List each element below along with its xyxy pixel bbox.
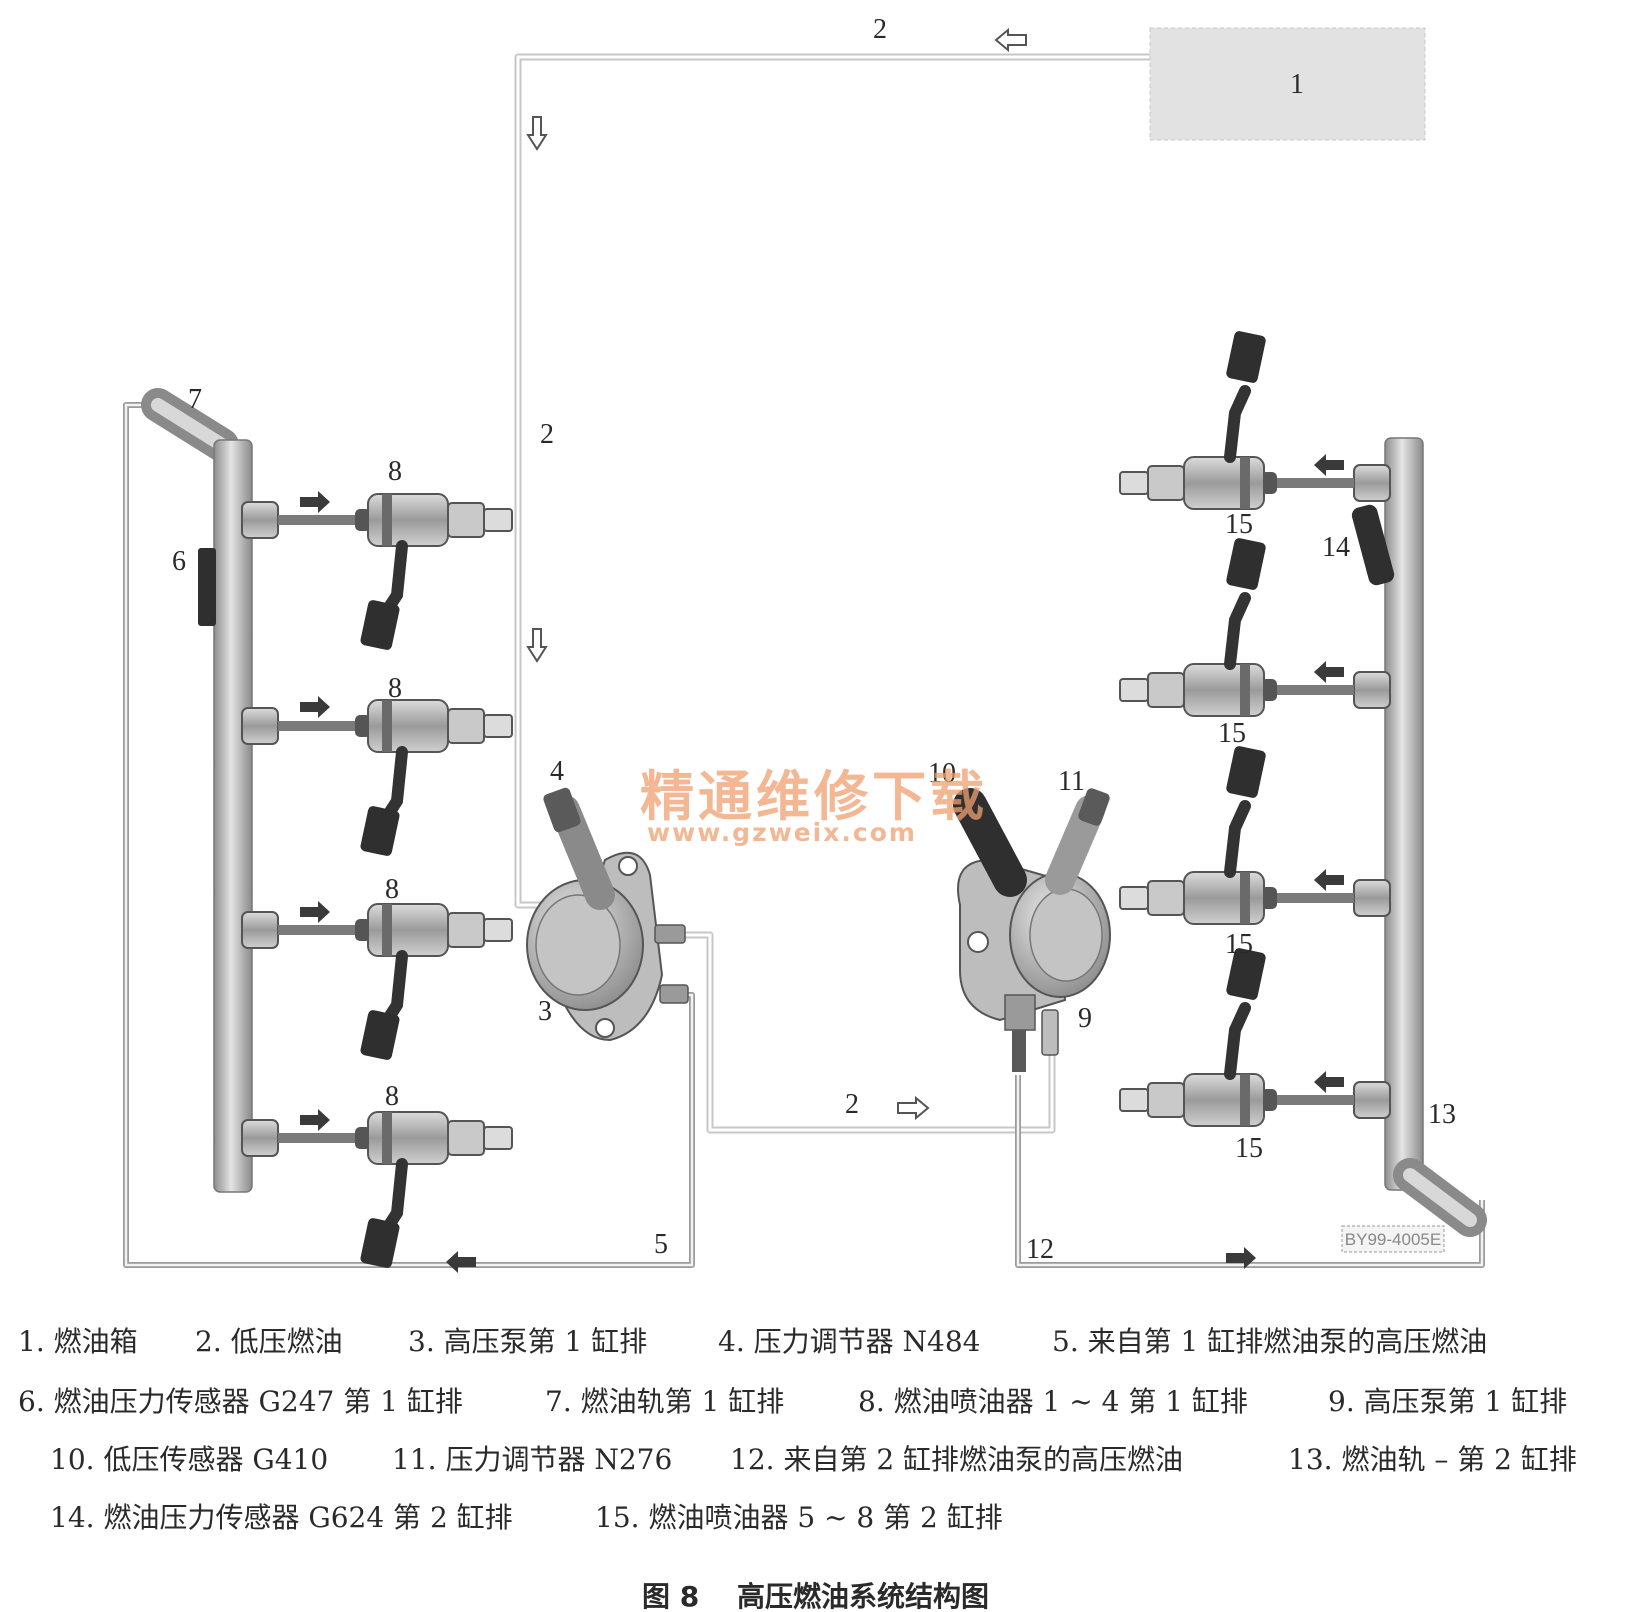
label-regulator-n276: 11 (1058, 766, 1085, 797)
high-pressure-pump-bank1 (526, 851, 689, 1042)
label-fuel-tank: 1 (1290, 69, 1304, 100)
label-injector-bank1: 8 (385, 874, 399, 905)
flow-arrow (527, 116, 547, 150)
legend-item: 3. 高压泵第 1 缸排 (408, 1325, 648, 1358)
label-injector-bank2: 15 (1218, 718, 1246, 749)
legend-item: 5. 来自第 1 缸排燃油泵的高压燃油 (1052, 1325, 1488, 1358)
flow-arrow (995, 29, 1027, 51)
legend-item: 15. 燃油喷油器 5 ~ 8 第 2 缸排 (595, 1501, 1003, 1534)
legend-item: 2. 低压燃油 (195, 1325, 343, 1358)
high-pressure-line-bank1 (123, 402, 695, 1268)
legend-item: 9. 高压泵第 1 缸排 (1328, 1385, 1568, 1418)
label-sensor-g624: 14 (1322, 532, 1350, 563)
high-pressure-pump-bank2 (957, 858, 1111, 1072)
label-injector-bank2: 15 (1225, 509, 1253, 540)
legend-item: 7. 燃油轨第 1 缸排 (545, 1385, 785, 1418)
watermark-text: 精通维修下载 (640, 764, 988, 828)
fuel-rail-bank2 (1384, 437, 1487, 1237)
legend-item: 14. 燃油压力传感器 G624 第 2 缸排 (50, 1501, 513, 1534)
label-injector-bank2: 15 (1235, 1133, 1263, 1164)
legend-item: 11. 压力调节器 N276 (392, 1443, 673, 1476)
label-hp-from-bank2: 12 (1026, 1234, 1054, 1265)
label-injector-bank1: 8 (388, 673, 402, 704)
legend-item: 12. 来自第 2 缸排燃油泵的高压燃油 (730, 1443, 1184, 1476)
pressure-sensor-g624 (1351, 504, 1395, 586)
label-injector-bank2: 15 (1225, 929, 1253, 960)
label-rail-bank2: 13 (1428, 1099, 1456, 1130)
label-low-pressure: 2 (540, 419, 554, 450)
label-sensor-g410: 10 (928, 758, 956, 789)
pressure-regulator-n484 (543, 787, 615, 910)
figure-number: 图 8 (642, 1580, 700, 1612)
high-pressure-line-bank2 (1015, 1075, 1485, 1268)
fuel-system-diagram: BY99-4005E 1 2 2 2 3 4 5 6 7 8 8 8 8 9 1… (123, 14, 1487, 1300)
legend-item: 8. 燃油喷油器 1 ~ 4 第 1 缸排 (858, 1385, 1248, 1418)
figure-caption: 图 8 高压燃油系统结构图 (0, 1575, 1631, 1612)
pressure-regulator-n276 (1045, 788, 1110, 895)
injector-bank1 (242, 491, 512, 1269)
label-regulator-n484: 4 (550, 756, 564, 787)
fuel-tank (1149, 27, 1426, 141)
flow-arrow (897, 1097, 929, 1119)
legend-item: 4. 压力调节器 N484 (718, 1325, 981, 1358)
label-pump-bank2: 9 (1078, 1003, 1092, 1034)
label-injector-bank1: 8 (385, 1081, 399, 1112)
legend-item: 1. 燃油箱 (18, 1325, 138, 1358)
low-pressure-line (514, 53, 1150, 1134)
label-injector-bank1: 8 (388, 456, 402, 487)
legend-item: 13. 燃油轨 – 第 2 缸排 (1288, 1443, 1577, 1476)
fuel-rail-bank1 (141, 388, 253, 1193)
figure-code-box (1341, 1225, 1445, 1253)
injector-bank2 (1120, 330, 1390, 1126)
label-low-pressure: 2 (845, 1089, 859, 1120)
flow-arrow (446, 1251, 476, 1273)
low-pressure-sensor-g410 (953, 788, 1027, 897)
figure-code: BY99-4005E (1345, 1230, 1441, 1249)
label-hp-from-bank1: 5 (654, 1229, 668, 1260)
legend-item: 6. 燃油压力传感器 G247 第 1 缸排 (18, 1385, 463, 1418)
flow-arrow (527, 628, 547, 662)
label-sensor-g247: 6 (172, 546, 186, 577)
pressure-sensor-g247 (198, 548, 216, 626)
label-pump-bank1: 3 (538, 996, 552, 1027)
legend-item: 10. 低压传感器 G410 (50, 1443, 329, 1476)
label-rail-bank1: 7 (188, 384, 202, 415)
watermark-url: www.gzweix.com (647, 818, 917, 847)
label-low-pressure: 2 (873, 14, 887, 45)
figure-title: 高压燃油系统结构图 (736, 1580, 989, 1612)
